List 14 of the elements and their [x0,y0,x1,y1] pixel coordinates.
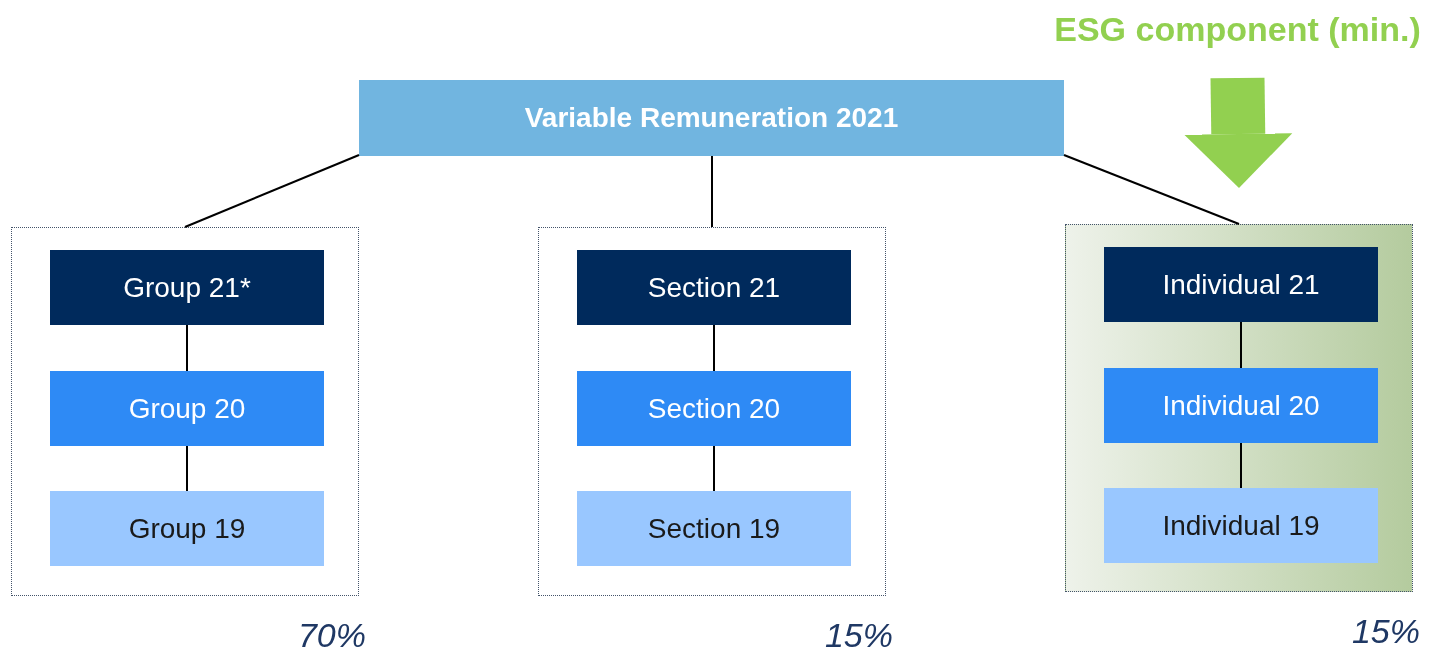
esg-label: ESG component (min.) [1030,6,1445,52]
process-box: Section 21 [577,250,851,325]
title-box: Variable Remuneration 2021 [359,80,1064,156]
process-box: Group 20 [50,371,324,446]
process-box: Individual 19 [1104,488,1378,563]
percentage-label: 70% [297,616,366,653]
process-box: Section 19 [577,491,851,566]
percentage-label: 15% [1351,612,1420,651]
process-box: Individual 20 [1104,368,1378,443]
process-box: Group 21* [50,250,324,325]
process-box: Individual 21 [1104,247,1378,322]
process-box: Group 19 [50,491,324,566]
percentage-label: 15% [824,616,893,653]
process-box: Section 20 [577,371,851,446]
